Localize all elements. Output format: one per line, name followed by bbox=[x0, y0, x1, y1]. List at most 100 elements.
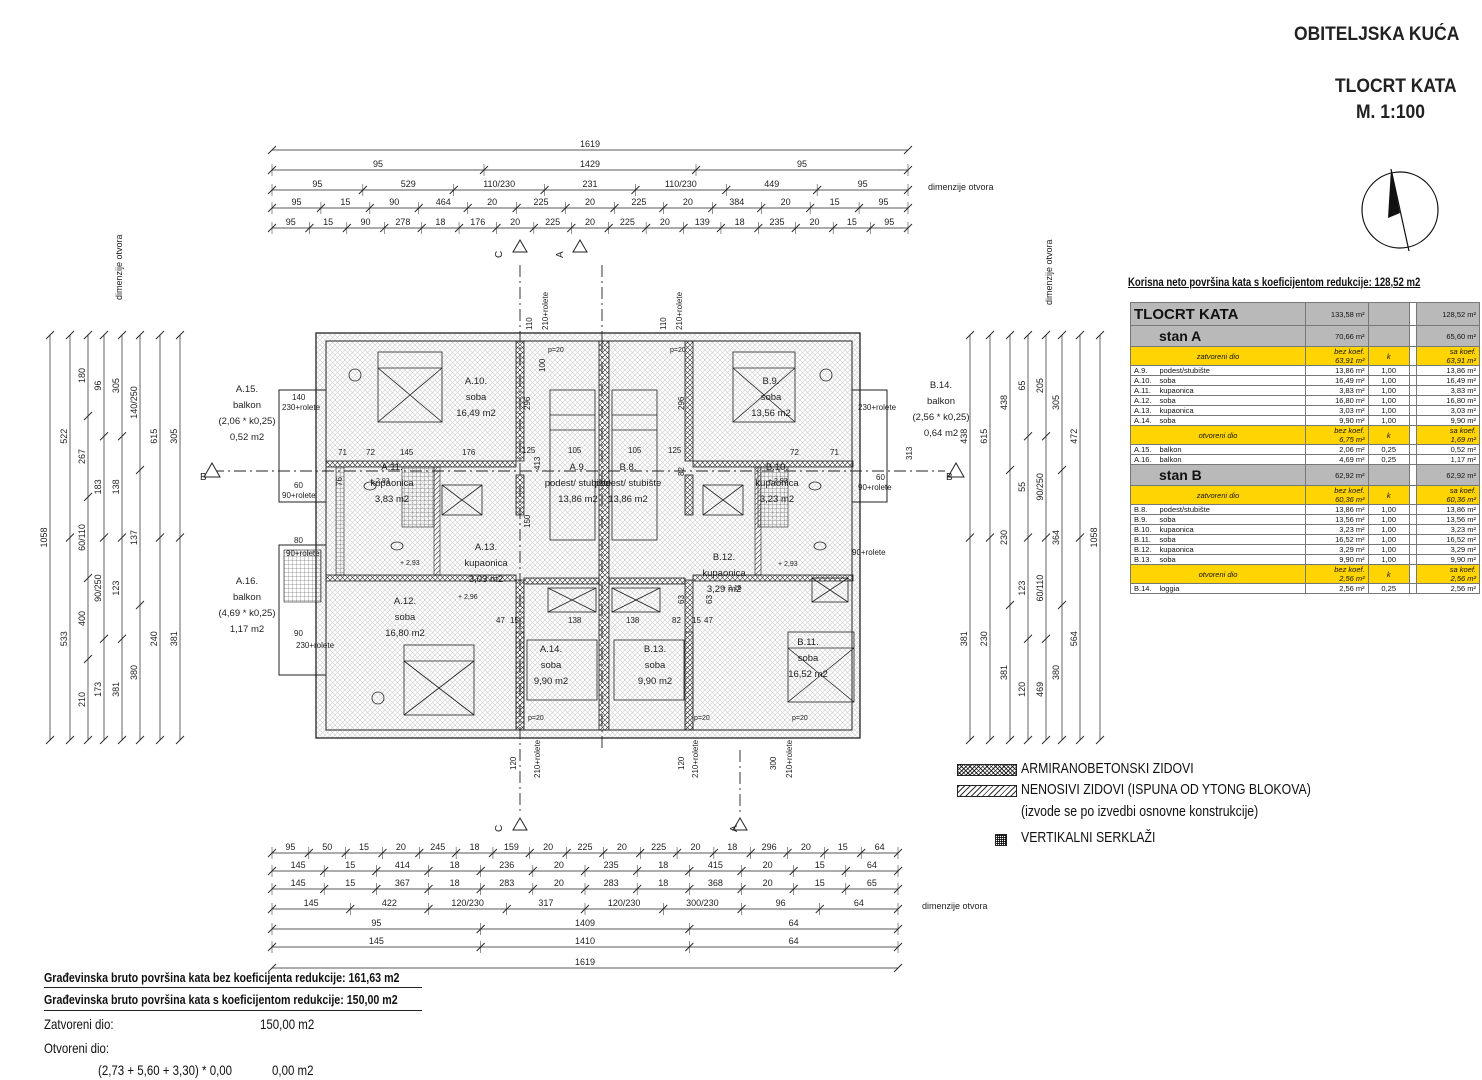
row-red: 3,83 m² bbox=[1416, 385, 1480, 396]
dim-top-r1-label: 95 bbox=[373, 159, 383, 169]
part-col-label: bez koef. bbox=[1334, 347, 1365, 356]
section-a-top: A bbox=[555, 251, 566, 258]
dim-top-r4-label: 20 bbox=[809, 217, 819, 227]
row-name: kupaonica bbox=[1156, 405, 1307, 416]
dim-right-c1-tick bbox=[1057, 330, 1067, 340]
row-name: balkon bbox=[1156, 454, 1307, 465]
dim-right-c1-tick bbox=[1057, 735, 1067, 745]
scale-label: M. 1:100 bbox=[1356, 102, 1425, 123]
dim-bot-r1-label: 20 bbox=[801, 842, 811, 852]
note-105-a: 105 bbox=[568, 446, 582, 455]
note-47-a: 47 bbox=[496, 616, 505, 625]
sheet-title: TLOCRT KATA bbox=[1335, 76, 1457, 97]
dim-top-r2-label: 449 bbox=[764, 179, 779, 189]
row-area: 2,06 m² bbox=[1305, 444, 1369, 455]
legend-column-label: VERTIKALNI SERKLAŽI bbox=[1021, 829, 1156, 846]
part-k: k bbox=[1367, 425, 1410, 445]
room-name: kupaonica bbox=[755, 478, 799, 489]
note-15-a: 15 bbox=[510, 616, 519, 625]
part-bez: bez koef.6,75 m² bbox=[1305, 425, 1369, 445]
dim-bot-r4-label: 64 bbox=[854, 898, 864, 908]
row-k: 1,00 bbox=[1367, 375, 1410, 386]
row-name: soba bbox=[1156, 415, 1307, 426]
dim-top-r2-label: 110/230 bbox=[665, 179, 697, 189]
dim-left-c5-label: 615 bbox=[149, 429, 159, 444]
room-id: A.9. bbox=[570, 462, 587, 473]
note-76: 76 bbox=[335, 477, 344, 486]
dim-right-c2-tick bbox=[1041, 634, 1051, 644]
dim-left-c4-tick bbox=[135, 465, 145, 475]
open-value: 0,00 m2 bbox=[272, 1062, 314, 1078]
dim-bot-r1-label: 225 bbox=[577, 842, 592, 852]
dim-top-r3-label: 15 bbox=[340, 197, 350, 207]
stan-red: 65,60 m² bbox=[1416, 325, 1480, 347]
section-b-right: B bbox=[946, 472, 953, 483]
dim-top-r4-label: 18 bbox=[735, 217, 745, 227]
table-cell bbox=[1367, 302, 1410, 326]
dim-right-c4-label: 230 bbox=[999, 530, 1009, 545]
note-230-rolete-a16: 230+rolete bbox=[296, 641, 335, 650]
part-col-label: bez koef. bbox=[1334, 565, 1365, 574]
room-id: A.14. bbox=[540, 644, 562, 655]
legend-rc-swatch bbox=[957, 764, 1017, 776]
dim-top-r3-label: 20 bbox=[683, 197, 693, 207]
note-60-b14: 60 bbox=[876, 473, 885, 482]
part-label: otvoreni dio bbox=[1129, 425, 1307, 445]
row-red: 9,90 m² bbox=[1416, 415, 1480, 426]
dim-top-r3-label: 15 bbox=[830, 197, 840, 207]
room-calc: (2,56 * k0,25) bbox=[912, 412, 969, 423]
dim-top-r2-label: 95 bbox=[312, 179, 322, 189]
note-71-a: 71 bbox=[338, 448, 347, 457]
dim-right-c4-tick bbox=[1005, 735, 1015, 745]
part-col-label: sa koef. bbox=[1449, 426, 1476, 435]
room-name: kupaonica bbox=[370, 478, 414, 489]
row-red: 16,80 m² bbox=[1416, 395, 1480, 406]
dim-bot-r2-label: 15 bbox=[815, 860, 825, 870]
room-id: A.10. bbox=[465, 376, 487, 387]
note-p20-d: p=20 bbox=[548, 347, 564, 354]
part-k: k bbox=[1367, 564, 1410, 584]
dim-bot-r2-label: 235 bbox=[604, 860, 619, 870]
dim-left-c1-label: 60/110 bbox=[77, 524, 87, 551]
dim-left-c1-label: 267 bbox=[77, 449, 87, 464]
room-id: A.12. bbox=[394, 596, 416, 607]
dim-top-r3-label: 20 bbox=[487, 197, 497, 207]
dim-top-r4-label: 20 bbox=[660, 217, 670, 227]
part-col-value: 6,75 m² bbox=[1339, 435, 1365, 444]
table-cell bbox=[1408, 564, 1418, 584]
dimension-chain-right: 105847256430536438020590/25060/110469655… bbox=[959, 239, 1105, 745]
stan-total: 62,92 m² bbox=[1305, 464, 1369, 486]
row-id: B.9. bbox=[1130, 514, 1157, 525]
dim-bot-r5-label: 1409 bbox=[575, 918, 595, 928]
table-cell bbox=[1408, 346, 1418, 366]
row-area: 13,56 m² bbox=[1305, 514, 1369, 525]
dim-right-c3-tick bbox=[1023, 533, 1033, 542]
section-a-bottom: A bbox=[729, 825, 740, 832]
dim-right-c3-label: 123 bbox=[1017, 581, 1027, 596]
dim-left-c5-tick bbox=[155, 533, 165, 542]
dim-top-openings: dimenzije otvora bbox=[928, 182, 994, 192]
table-total: 133,58 m² bbox=[1305, 302, 1369, 326]
dim-top-r3-label: 20 bbox=[781, 197, 791, 207]
room-area: 3,23 m2 bbox=[760, 494, 794, 505]
note-90-rolete-b14: 90+rolete bbox=[858, 483, 892, 492]
room-area: 9,90 m2 bbox=[638, 676, 672, 687]
dim-right-total-tick bbox=[1095, 330, 1105, 340]
row-red: 1,17 m² bbox=[1416, 454, 1480, 465]
row-area: 13,86 m² bbox=[1305, 365, 1369, 376]
dim-bot-r2-label: 18 bbox=[450, 860, 460, 870]
project-title: OBITELJSKA KUĆA bbox=[1294, 24, 1460, 45]
room-area: 13,56 m2 bbox=[751, 408, 791, 419]
part-sa: sa koef.2,56 m² bbox=[1416, 564, 1480, 584]
note-82-v: 82 bbox=[677, 467, 686, 476]
dim-bot-r3-label: 283 bbox=[499, 878, 514, 888]
row-red: 16,52 m² bbox=[1416, 534, 1480, 545]
dim-left-c4-label: 380 bbox=[129, 665, 139, 680]
room-name: soba bbox=[645, 660, 666, 671]
note-138-a: 138 bbox=[568, 616, 582, 625]
note-140: 140 bbox=[292, 393, 306, 402]
note-72-b: 72 bbox=[790, 448, 799, 457]
part-col-value: 2,56 m² bbox=[1339, 574, 1365, 583]
note-313: 313 bbox=[905, 446, 914, 460]
dim-right-c3-tick bbox=[1023, 634, 1033, 644]
